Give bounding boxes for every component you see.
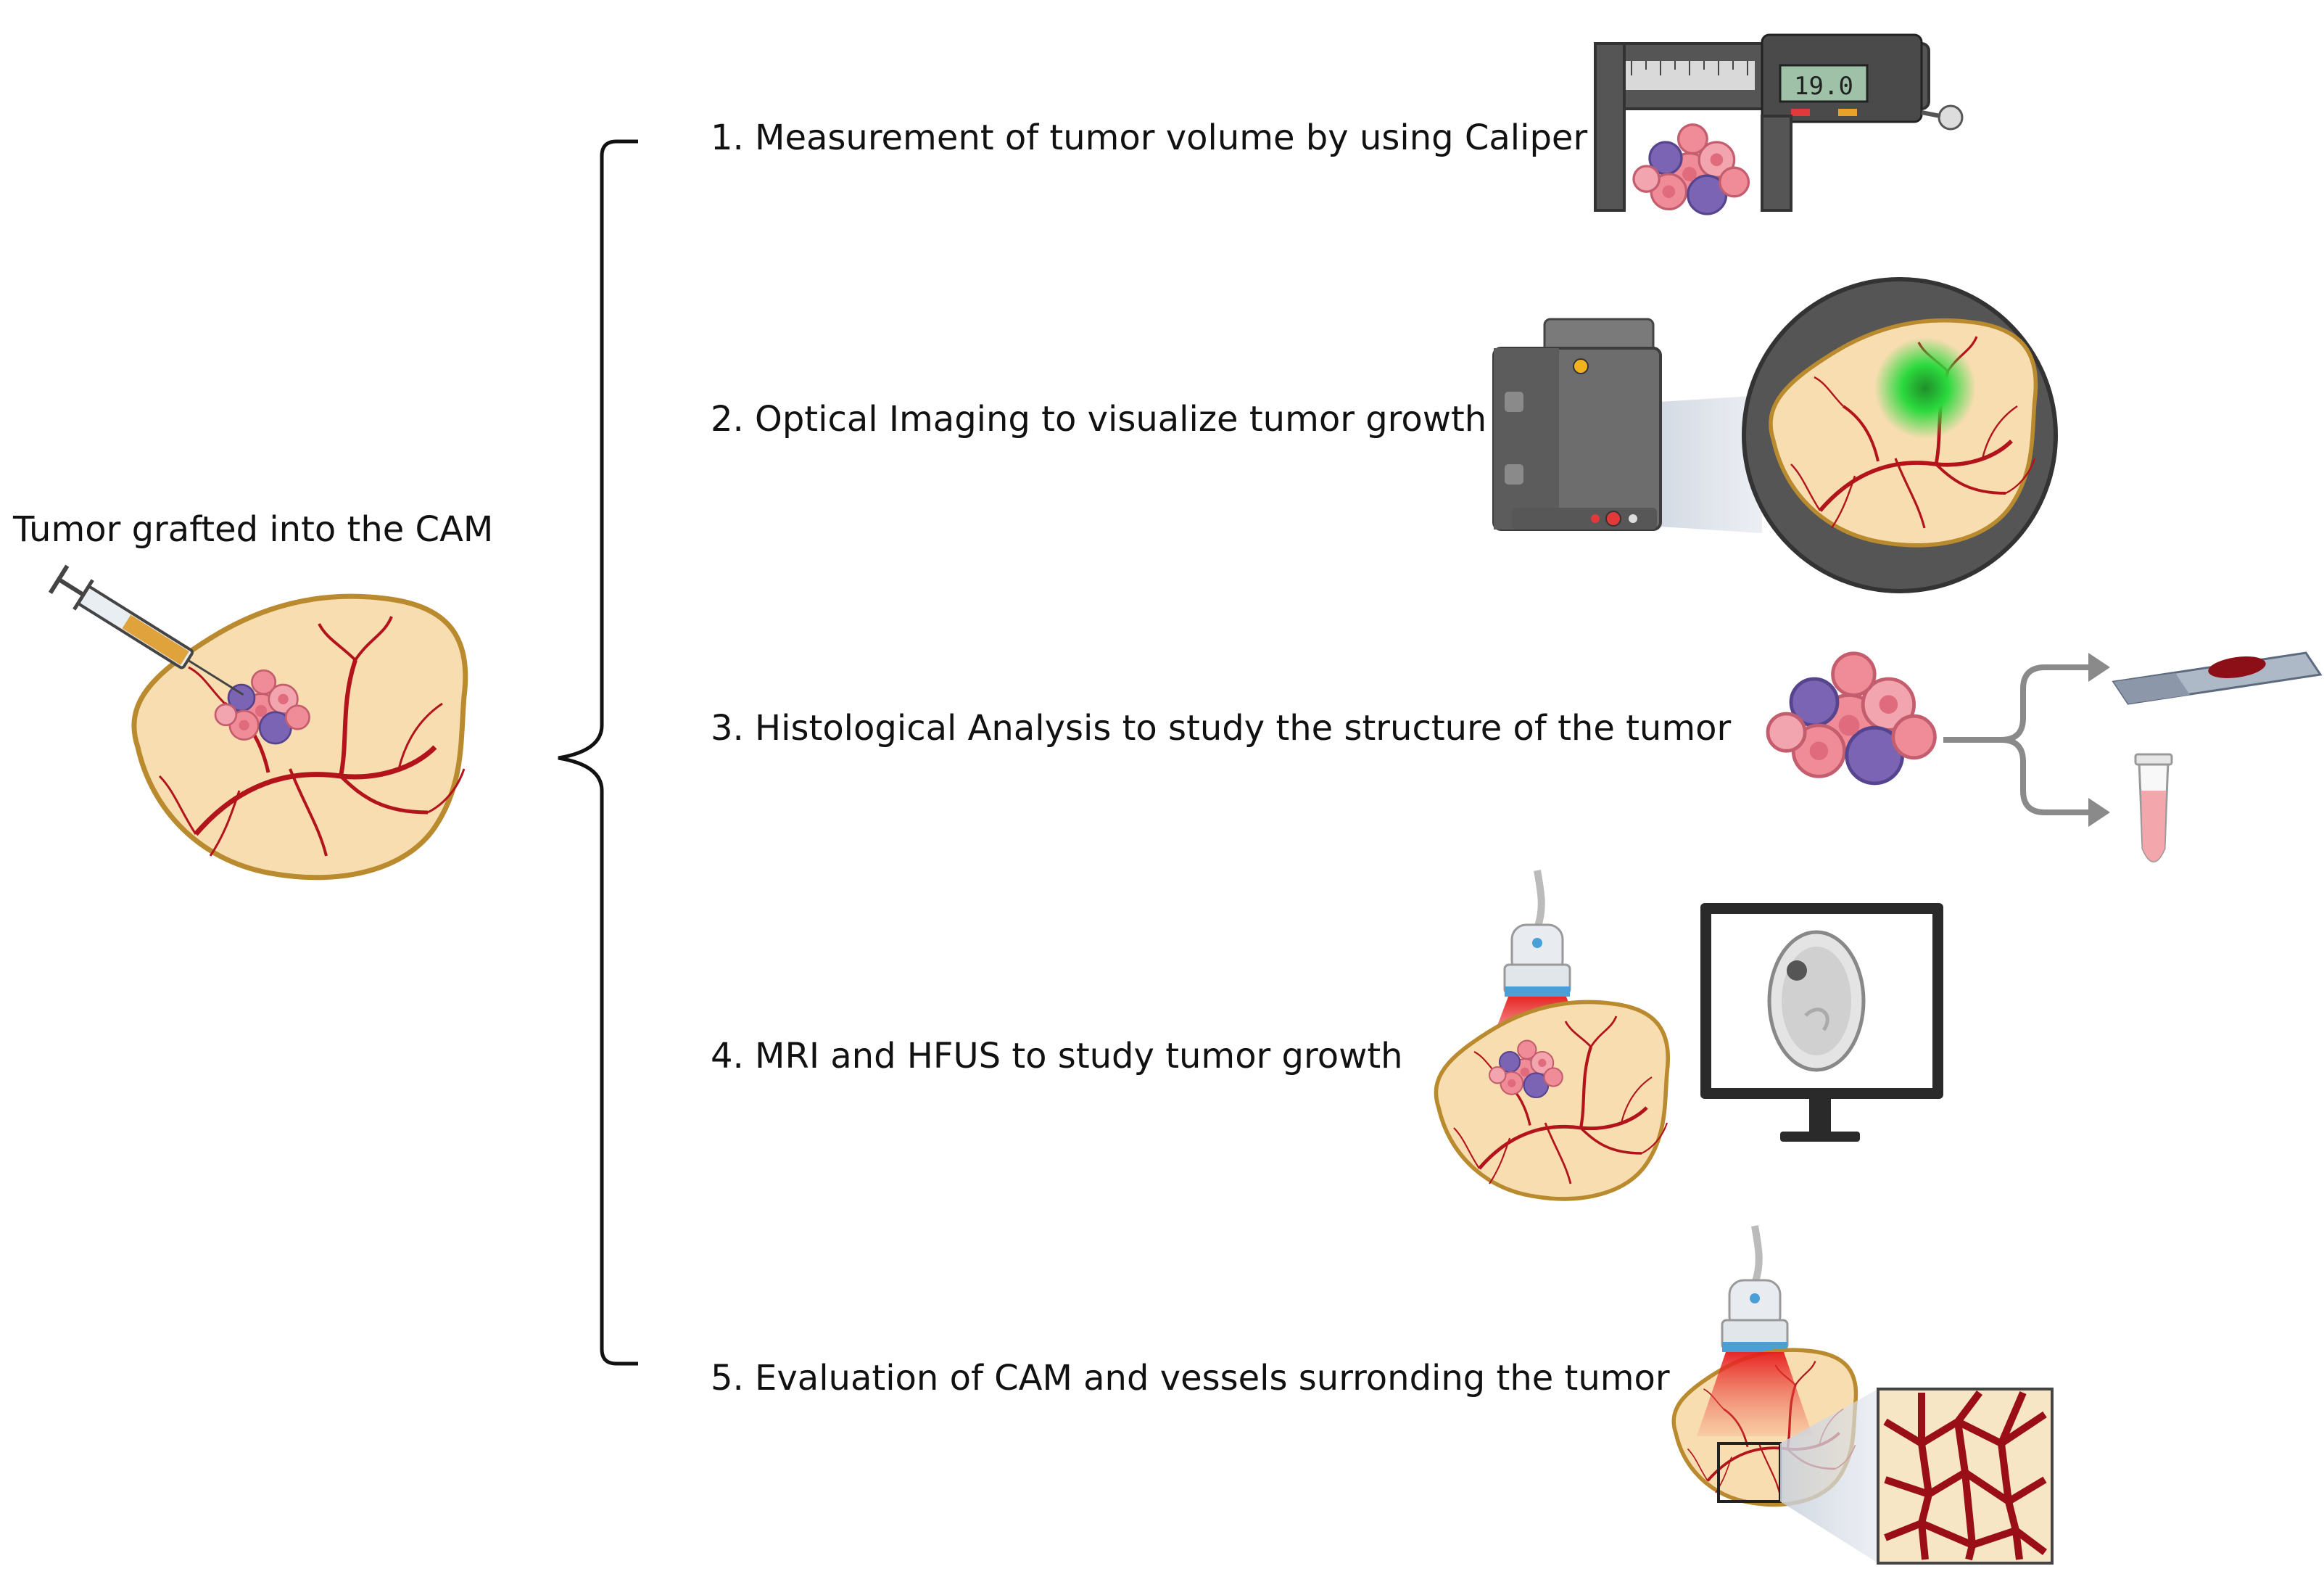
fluorescence-zoom-icon [1742, 277, 2058, 593]
caliper-reading: 19.0 [1794, 72, 1853, 101]
histology-icon [1768, 651, 2323, 862]
vessel-network-zoom-icon [1877, 1388, 2054, 1565]
curly-brace [558, 139, 638, 1366]
step-1-label: 1. Measurement of tumor volume by using … [711, 118, 1588, 158]
step-3-label: 3. Histological Analysis to study the st… [711, 708, 1732, 749]
syringe-icon [48, 564, 244, 696]
ultrasound-probe-step5-icon [1721, 1225, 1789, 1352]
step-4-label: 4. MRI and HFUS to study tumor growth [711, 1036, 1403, 1076]
ultrasound-probe-icon [1503, 870, 1571, 997]
cam-membrane-step4 [1434, 1000, 1670, 1201]
step-2-label: 2. Optical Imaging to visualize tumor gr… [711, 399, 1487, 440]
optical-imager-icon [1492, 318, 1762, 533]
caliper-icon [1594, 33, 1964, 215]
ultrasound-beam-step5 [1697, 1352, 1813, 1436]
left-label: Tumor grafted into the CAM [13, 509, 494, 550]
step-5-label: 5. Evaluation of CAM and vessels surrond… [711, 1358, 1670, 1398]
monitor-icon [1700, 903, 1943, 1142]
cam-membrane-left [131, 593, 468, 881]
